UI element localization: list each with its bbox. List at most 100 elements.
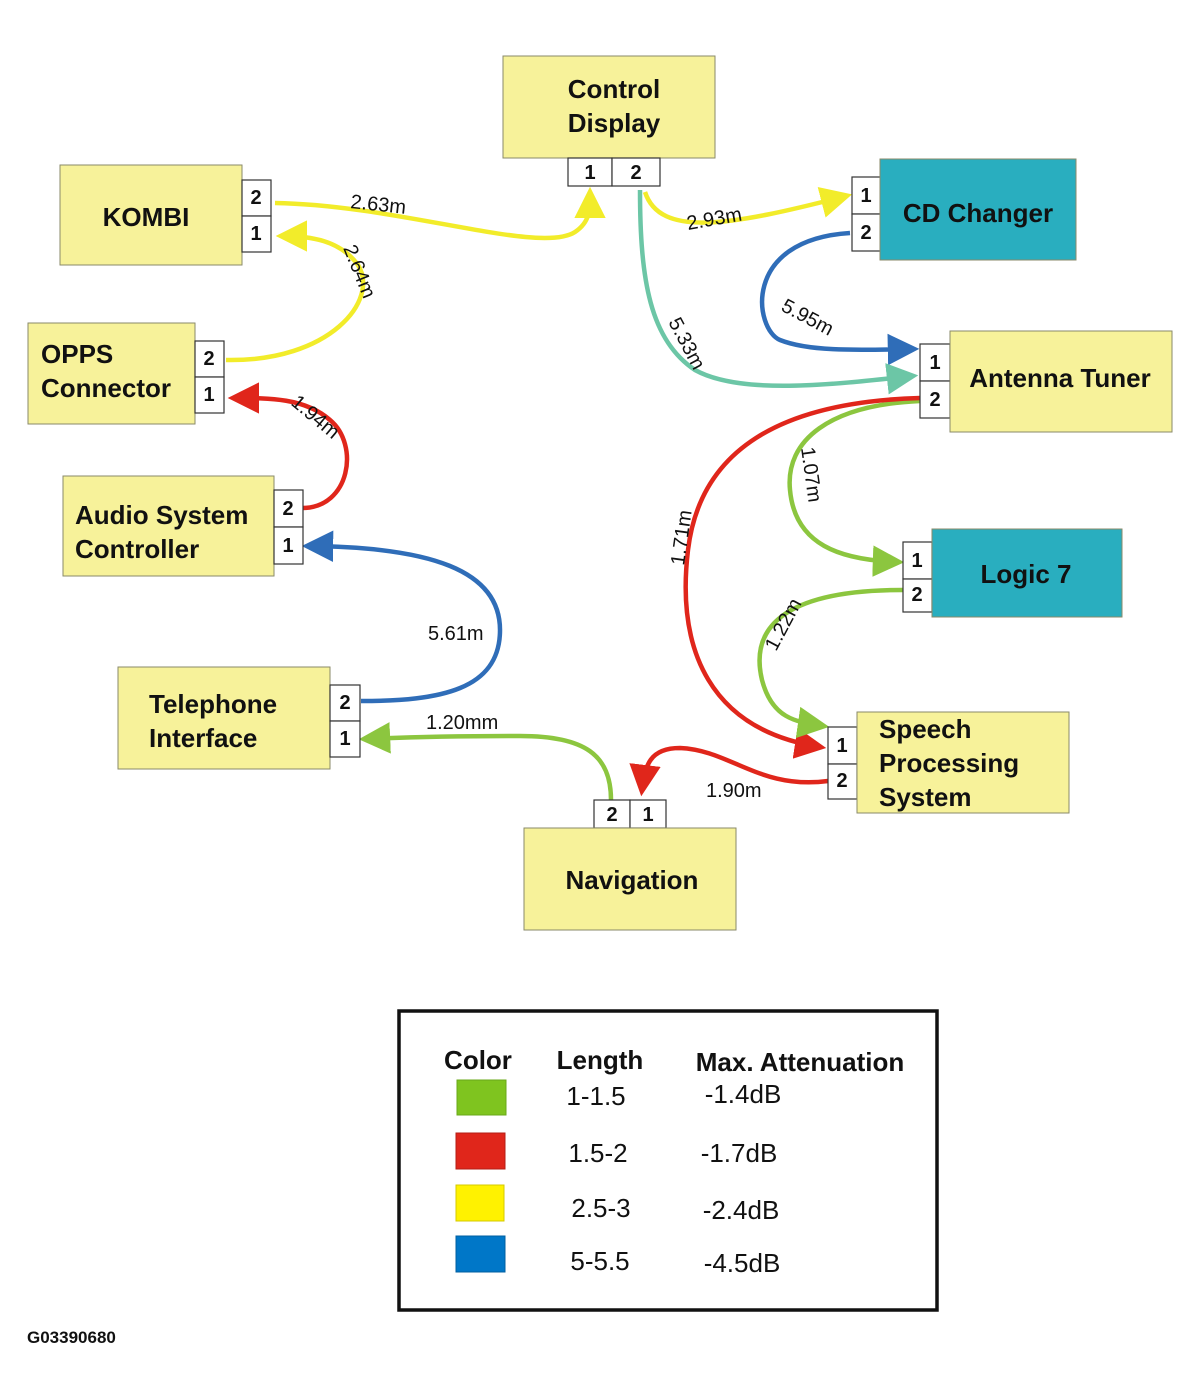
logic7-port-2-label: 2 bbox=[911, 584, 922, 606]
length-label-logic7-speech: 1.22m bbox=[761, 595, 807, 654]
telephone-interface-port-2 bbox=[329, 684, 361, 722]
kombi-box bbox=[59, 164, 243, 266]
length-label-antenna-speech: 1.71m bbox=[667, 509, 697, 567]
navigation-box bbox=[523, 827, 737, 931]
antenna-tuner-label: Antenna Tuner bbox=[969, 363, 1151, 393]
control-display-box bbox=[502, 55, 716, 159]
node-antenna-tuner: 1 2 Antenna Tuner bbox=[919, 330, 1173, 433]
length-label-cd-antenna: 5.95m bbox=[778, 295, 837, 341]
legend: Color Length Max. Attenuation 1-1.5 -1.4… bbox=[397, 1009, 939, 1312]
audio-system-controller-port-1-label: 1 bbox=[282, 535, 293, 557]
node-control-display: Control Display 1 2 bbox=[502, 55, 716, 187]
speech-processing-box bbox=[856, 711, 1070, 814]
length-label-opps-kombi: 2.64m bbox=[338, 242, 379, 302]
legend-swatch-green bbox=[456, 1079, 507, 1116]
control-display-label-line2: Display bbox=[568, 108, 661, 138]
navigation-port-1 bbox=[629, 799, 667, 829]
length-label-antenna-logic7: 1.07m bbox=[796, 446, 826, 504]
opps-connector-box bbox=[27, 322, 196, 425]
line-navigation-to-telephone bbox=[358, 722, 614, 801]
node-opps-connector: OPPS Connector 2 1 bbox=[27, 322, 225, 425]
navigation-port-2-label: 2 bbox=[606, 804, 617, 826]
length-label-kombi-display: 2.63m bbox=[349, 191, 407, 219]
legend-header-color: Color bbox=[444, 1045, 512, 1075]
legend-length-row2: 1.5-2 bbox=[568, 1138, 627, 1168]
opps-connector-label-line1: OPPS bbox=[41, 339, 113, 369]
line-audio-to-opps bbox=[227, 382, 350, 511]
antenna-tuner-port-2-label: 2 bbox=[929, 389, 940, 411]
kombi-port-1 bbox=[241, 215, 272, 253]
control-display-port-1-label: 1 bbox=[584, 162, 595, 184]
line-antenna-to-logic7 bbox=[787, 398, 921, 577]
node-cd-changer: 1 2 CD Changer bbox=[851, 158, 1077, 261]
line-antenna-to-speech bbox=[683, 395, 921, 759]
line-logic7-to-speech bbox=[757, 587, 904, 739]
audio-system-controller-port-1 bbox=[273, 526, 304, 565]
legend-attenuation-row2: -1.7dB bbox=[701, 1138, 778, 1168]
length-label-display-cd: 2.93m bbox=[685, 204, 744, 235]
logic7-port-1 bbox=[902, 541, 933, 580]
node-audio-system-controller: Audio System Controller 2 1 bbox=[62, 475, 304, 577]
navigation-port-1-label: 1 bbox=[642, 804, 653, 826]
speech-processing-port-1-label: 1 bbox=[836, 735, 847, 757]
opps-connector-label-line2: Connector bbox=[41, 373, 171, 403]
kombi-port-2-label: 2 bbox=[250, 187, 261, 209]
length-label-navigation-telephone: 1.20mm bbox=[426, 712, 498, 734]
cd-changer-label: CD Changer bbox=[903, 198, 1053, 228]
figure-id: G03390680 bbox=[27, 1328, 116, 1347]
length-label-speech-navigation: 1.90m bbox=[706, 780, 762, 802]
telephone-interface-port-1 bbox=[329, 720, 361, 758]
logic7-port-1-label: 1 bbox=[911, 550, 922, 572]
legend-length-row4: 5-5.5 bbox=[570, 1246, 629, 1276]
legend-swatch-red bbox=[455, 1132, 506, 1170]
audio-system-controller-port-2-label: 2 bbox=[282, 498, 293, 520]
legend-header-attenuation: Max. Attenuation bbox=[696, 1047, 904, 1077]
cd-changer-port-2 bbox=[851, 213, 882, 252]
opps-connector-port-1-label: 1 bbox=[203, 384, 214, 406]
node-navigation: 2 1 Navigation bbox=[523, 799, 737, 931]
length-label-audio-opps: 1.94m bbox=[287, 391, 344, 444]
length-label-telephone-audio: 5.61m bbox=[428, 623, 484, 645]
audio-system-controller-label-line2: Controller bbox=[75, 534, 199, 564]
legend-length-row1: 1-1.5 bbox=[566, 1081, 625, 1111]
line-telephone-to-audio bbox=[301, 530, 503, 704]
legend-header-length: Length bbox=[557, 1045, 644, 1075]
control-display-label-line1: Control bbox=[568, 74, 660, 104]
legend-swatch-blue bbox=[455, 1235, 506, 1273]
kombi-label: KOMBI bbox=[103, 202, 190, 232]
control-display-port-2-label: 2 bbox=[630, 162, 641, 184]
line-kombi-to-display bbox=[274, 186, 606, 241]
telephone-interface-port-2-label: 2 bbox=[339, 692, 350, 714]
node-speech-processing-system: 1 2 Speech Processing System bbox=[827, 711, 1070, 814]
antenna-tuner-port-1-label: 1 bbox=[929, 352, 940, 374]
speech-processing-port-2 bbox=[827, 763, 858, 800]
cd-changer-port-2-label: 2 bbox=[860, 222, 871, 244]
antenna-tuner-port-2 bbox=[919, 380, 951, 419]
control-display-port-2 bbox=[611, 157, 661, 187]
speech-processing-label-line1: Speech bbox=[879, 714, 972, 744]
kombi-port-1-label: 1 bbox=[250, 223, 261, 245]
telephone-interface-box bbox=[117, 666, 331, 770]
cd-changer-box bbox=[879, 158, 1077, 261]
telephone-interface-port-1-label: 1 bbox=[339, 728, 350, 750]
speech-processing-label-line2: Processing bbox=[879, 748, 1019, 778]
telephone-interface-label-line1: Telephone bbox=[149, 689, 277, 719]
speech-processing-port-2-label: 2 bbox=[836, 770, 847, 792]
node-logic7: 1 2 Logic 7 bbox=[902, 528, 1123, 618]
telephone-interface-label-line2: Interface bbox=[149, 723, 257, 753]
speech-processing-label-line3: System bbox=[879, 782, 972, 812]
line-display-to-antenna bbox=[637, 189, 919, 395]
logic7-label: Logic 7 bbox=[980, 559, 1071, 589]
line-display-to-cd bbox=[642, 187, 853, 225]
legend-attenuation-row1: -1.4dB bbox=[705, 1079, 782, 1109]
legend-length-row3: 2.5-3 bbox=[571, 1193, 630, 1223]
navigation-label: Navigation bbox=[566, 865, 699, 895]
line-cd-to-antenna bbox=[759, 230, 920, 366]
cd-changer-port-1-label: 1 bbox=[860, 185, 871, 207]
audio-system-controller-port-2 bbox=[273, 489, 304, 528]
opps-connector-port-1 bbox=[194, 376, 225, 414]
logic7-box bbox=[931, 528, 1123, 618]
audio-system-controller-box bbox=[62, 475, 275, 577]
audio-system-controller-label-line1: Audio System bbox=[75, 500, 248, 530]
